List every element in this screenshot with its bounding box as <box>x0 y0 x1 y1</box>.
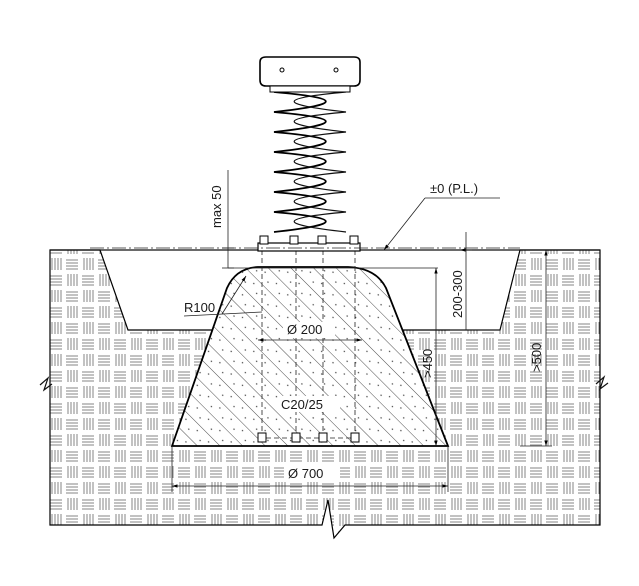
coil-spring-icon <box>273 91 347 233</box>
seat <box>259 56 361 87</box>
break-line-left <box>39 376 53 392</box>
total-depth-label: >500 <box>529 343 544 372</box>
base-diameter-label: Ø 700 <box>288 466 323 481</box>
anchor-depth-label: >450 <box>420 349 435 378</box>
radius-label: R100 <box>184 300 215 315</box>
break-line-right <box>595 375 609 391</box>
concrete-grade-label: C20/25 <box>281 397 323 412</box>
base-plate <box>257 242 361 252</box>
bolt-circle-label: Ø 200 <box>287 322 322 337</box>
bolt-nuts <box>259 235 359 245</box>
concrete-foundation <box>170 266 450 447</box>
depth-range-label: 200-300 <box>450 270 465 318</box>
max-lift-label: max 50 <box>209 185 224 228</box>
level-label: ±0 (P.L.) <box>430 181 478 196</box>
